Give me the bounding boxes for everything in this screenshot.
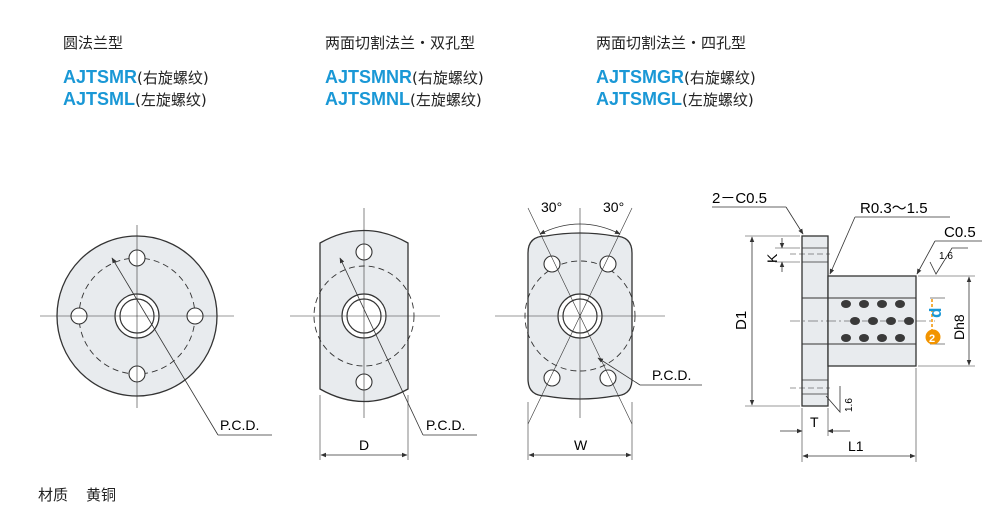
model-code: AJTSMGR — [596, 67, 685, 87]
w-label: W — [574, 437, 588, 453]
plug-dot — [904, 317, 914, 325]
model-right-thread: AJTSMGR(右旋螺纹) — [596, 67, 756, 89]
model-thread: (左旋螺纹) — [135, 91, 207, 109]
pcd-label: P.C.D. — [426, 417, 465, 433]
chamfer-label: C0.5 — [944, 224, 976, 241]
model-code: AJTSMGL — [596, 89, 683, 109]
dh8-label: Dh8 — [951, 314, 967, 340]
variant-four-hole-flange: 两面切割法兰・四孔型 AJTSMGR(右旋螺纹) AJTSMGL(左旋螺纹) — [596, 32, 756, 111]
side-section-view: D1 K 2－C0.5 R0.3〜1.5 C0.5 1.6 d 2 Dh — [712, 190, 982, 462]
model-thread: (右旋螺纹) — [684, 69, 756, 87]
material-row: 材质黄铜 — [38, 484, 116, 505]
roughness-top-label: 1.6 — [939, 251, 953, 262]
model-code: AJTSMNL — [325, 89, 410, 109]
variant-round-flange: 圆法兰型 AJTSMR(右旋螺纹) AJTSML(左旋螺纹) — [63, 32, 209, 111]
model-left-thread: AJTSMNL(左旋螺纹) — [325, 89, 484, 111]
variant-title: 两面切割法兰・双孔型 — [325, 34, 476, 52]
angle-right-label: 30° — [603, 199, 624, 215]
marker-badge-label: 2 — [929, 333, 935, 345]
plug-dot — [895, 300, 905, 308]
material-label: 材质 — [38, 486, 69, 504]
pcd-leader — [111, 257, 219, 436]
pcd-label: P.C.D. — [220, 417, 259, 433]
model-code: AJTSML — [63, 89, 135, 109]
bore-d-label: d — [926, 308, 945, 318]
material-value: 黄铜 — [86, 486, 117, 504]
round-flange-view: P.C.D. — [40, 225, 272, 436]
pcd-leader — [339, 257, 424, 436]
marker-badge — [925, 329, 941, 345]
angle-arc — [539, 223, 621, 235]
plug-dot — [877, 300, 887, 308]
plug-dot — [895, 334, 905, 342]
radius-label: R0.3〜1.5 — [860, 200, 928, 217]
roughness-bottom-label: 1.6 — [844, 398, 855, 412]
plug-dot — [868, 317, 878, 325]
model-code: AJTSMR — [63, 67, 138, 87]
plug-dot — [877, 334, 887, 342]
model-right-thread: AJTSMR(右旋螺纹) — [63, 67, 209, 89]
mount-hole — [543, 255, 561, 273]
variant-title: 圆法兰型 — [63, 34, 124, 52]
plug-dot — [841, 334, 851, 342]
roughness-symbol — [929, 247, 968, 275]
d-label: D — [359, 437, 369, 453]
model-left-thread: AJTSML(左旋螺纹) — [63, 89, 209, 111]
pcd-leader — [597, 357, 641, 386]
variant-two-hole-flange: 两面切割法兰・双孔型 AJTSMNR(右旋螺纹) AJTSMNL(左旋螺纹) — [325, 32, 484, 111]
model-thread: (左旋螺纹) — [410, 91, 482, 109]
model-code: AJTSMNR — [325, 67, 413, 87]
plug-dot — [850, 317, 860, 325]
model-left-thread: AJTSMGL(左旋螺纹) — [596, 89, 756, 111]
callout-leader — [829, 216, 856, 275]
d1-label: D1 — [733, 311, 750, 330]
plug-dot — [886, 317, 896, 325]
plug-dot — [859, 300, 869, 308]
two-hole-flange-view: P.C.D. D — [290, 208, 477, 460]
model-right-thread: AJTSMNR(右旋螺纹) — [325, 67, 484, 89]
l1-label: L1 — [848, 438, 864, 454]
variant-title: 两面切割法兰・四孔型 — [596, 34, 747, 52]
model-thread: (左旋螺纹) — [682, 91, 754, 109]
pcd-label: P.C.D. — [652, 367, 691, 383]
roughness-symbol — [825, 386, 841, 414]
plug-dot — [859, 334, 869, 342]
model-thread: (右旋螺纹) — [412, 69, 484, 87]
callout-leader — [785, 206, 804, 235]
model-thread: (右旋螺纹) — [137, 69, 209, 87]
callout-leader — [916, 240, 936, 275]
angle-left-label: 30° — [541, 199, 562, 215]
mount-hole — [543, 369, 561, 387]
mount-hole — [599, 369, 617, 387]
center-line — [527, 207, 633, 425]
chamfer-small-label: 2－C0.5 — [712, 190, 767, 207]
k-label: K — [764, 253, 780, 263]
graphite-plugs — [841, 300, 914, 342]
t-label: T — [810, 414, 819, 430]
mount-hole — [599, 255, 617, 273]
plug-dot — [841, 300, 851, 308]
four-hole-flange-view: 30° 30° P.C.D. W — [495, 199, 702, 460]
